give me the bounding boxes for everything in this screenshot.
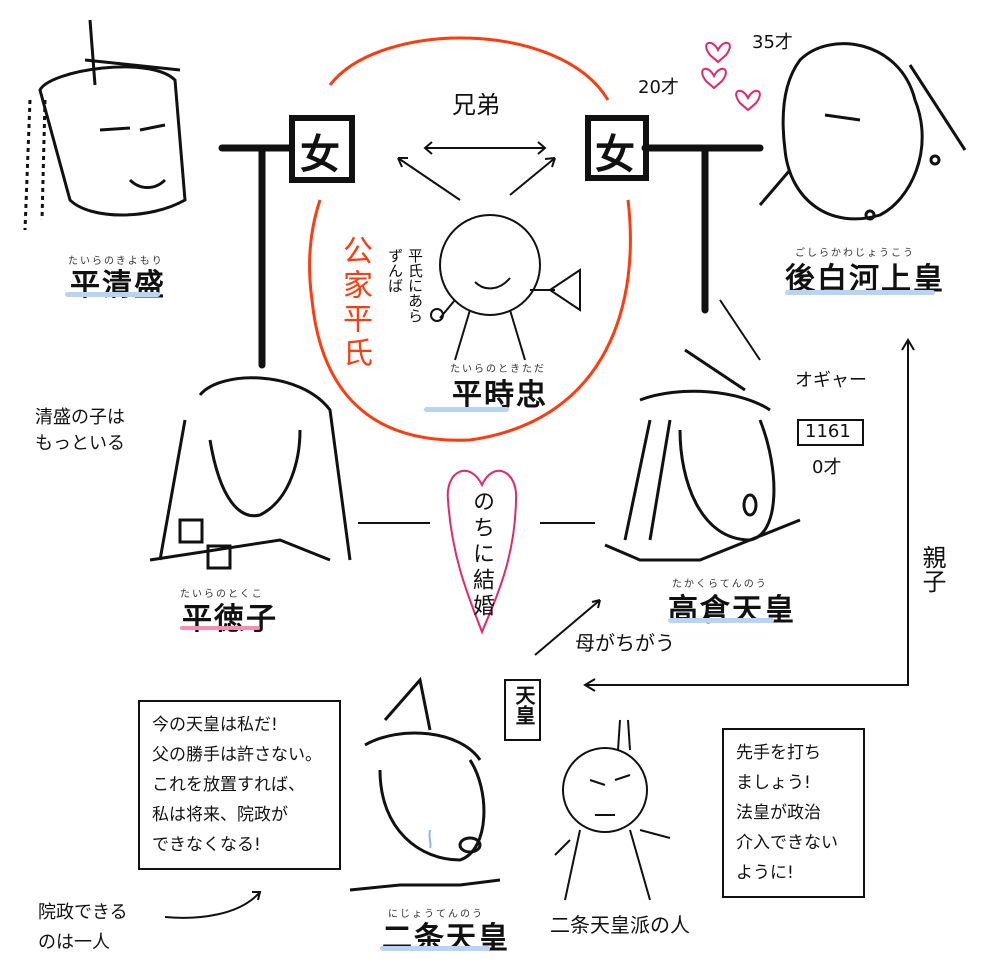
kuge-heishi-boundary [308, 36, 632, 442]
sweat-drop-icon [428, 829, 432, 849]
insei-arrow [164, 891, 262, 919]
woman-box-right [585, 115, 649, 181]
bubble-line: 先手を打ち [736, 743, 821, 763]
portrait-nijo-faction [554, 719, 671, 901]
age-woman-right: 20才 [638, 77, 679, 98]
note-line: もっといる [35, 433, 125, 454]
parent-child-arrow [583, 338, 915, 692]
different-mother-label: 母がちがう [575, 631, 675, 655]
tokuko-underline [180, 626, 260, 630]
faction-speech-bubble: 先手を打ち ましょう! 法皇が政治 介入できない ように! [722, 728, 865, 898]
portrait-tokuko [149, 376, 352, 570]
bubble-line: できなくなる! [152, 835, 261, 855]
hearts-icon [701, 41, 761, 112]
takakura-ruby: たかくらてんのう [672, 579, 768, 590]
kiyomori-underline [65, 292, 160, 297]
nijo-speech-bubble: 今の天皇は私だ! 父の勝手は許さない。 これを放置すれば、 私は将来、院政が で… [138, 700, 341, 870]
year-box [797, 419, 864, 446]
bubble-line: 今の天皇は私だ! [152, 715, 278, 735]
takakura-cry: オギャー [795, 370, 867, 391]
arrow-right-woman [509, 157, 556, 196]
note-line: のは一人 [38, 932, 110, 953]
kiyomori-ruby: たいらのきよもり [68, 256, 164, 267]
tokuko-ruby: たいらのとくこ [180, 589, 264, 600]
bubble-line: ように! [736, 863, 794, 883]
cry-line [719, 299, 761, 361]
takakura-year: 1161 [805, 421, 851, 442]
fan-icon [548, 268, 581, 312]
goshirakawa-underline [785, 290, 935, 295]
portrait-takakura [604, 348, 801, 562]
marriage-heart-outline [446, 469, 518, 635]
emperor-tag-box [504, 679, 541, 741]
takakura-underline [668, 618, 774, 623]
bubble-line: 法皇が政治 [736, 803, 821, 823]
woman-right-label: 女 [595, 132, 635, 178]
goshirakawa-ruby: ごしらかわじょうこう [795, 248, 915, 259]
kiyomori-children-note: 清盛の子は もっといる [35, 405, 125, 457]
nijo-underline [380, 946, 490, 951]
bubble-line: 介入できない [736, 833, 838, 853]
arrow-left-woman [397, 157, 461, 201]
insei-note: 院政できる のは一人 [38, 898, 128, 958]
kuge-heishi-label: 公家平氏 [337, 235, 372, 371]
bubble-line: ましょう! [736, 773, 811, 793]
siblings-arrow [423, 141, 547, 155]
age-goshirakawa: 35才 [752, 32, 793, 53]
bubble-line: これを放置すれば、 [152, 775, 305, 795]
different-mother-arrow [534, 599, 601, 656]
portrait-tokitada [430, 214, 581, 361]
tokuko-name: 平徳子 [182, 602, 278, 637]
bubble-line: 私は将来、院政が [152, 805, 288, 825]
nijo-emperor-tag: 天皇 [512, 685, 536, 725]
later-married-label: のちに結婚 [469, 490, 494, 620]
portrait-kiyomori [23, 19, 187, 231]
tokitada-ruby: たいらのときただ [450, 364, 546, 375]
siblings-label: 兄弟 [452, 91, 500, 119]
portrait-goshirakawa [758, 42, 967, 221]
takakura-age: 0才 [812, 457, 842, 478]
bubble-line: 父の勝手は許さない。 [152, 745, 322, 765]
parent-child-label: 親子 [918, 545, 946, 593]
woman-left-label: 女 [300, 132, 340, 178]
note-line: 清盛の子は [35, 407, 125, 428]
kiyomori-name: 平清盛 [70, 268, 166, 303]
tokitada-underline [424, 407, 509, 412]
tokitada-quote: 平氏にあらずんば [386, 248, 424, 323]
nijo-ruby: にじょうてんのう [388, 909, 484, 920]
woman-box-left [289, 115, 355, 183]
portrait-nijo [349, 676, 501, 892]
note-line: 院政できる [38, 902, 128, 923]
nijo-faction-label: 二条天皇派の人 [550, 913, 690, 937]
